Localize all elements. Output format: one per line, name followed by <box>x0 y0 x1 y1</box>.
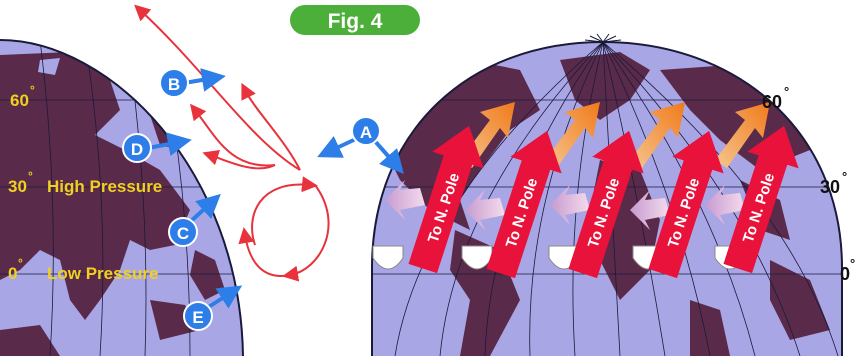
hadley-cell-return-arrow <box>238 227 291 277</box>
red-arrow-3 <box>568 130 644 279</box>
pink-arrow-4 <box>630 190 670 230</box>
equator-marker-1 <box>372 245 404 270</box>
right-lat-30-label: 30 <box>820 177 840 197</box>
marker-d: D <box>122 132 192 163</box>
red-arrow-2 <box>486 130 562 279</box>
marker-b-label: B <box>168 75 180 94</box>
circulation-cells <box>134 4 330 282</box>
figure-title: Fig. 4 <box>290 5 420 35</box>
orange-arrow-3 <box>630 102 685 168</box>
left-lat-60-degree: ° <box>30 83 35 97</box>
ferrel-cell-return-arrow <box>202 149 276 170</box>
right-lat-60-label: 60 <box>762 92 782 112</box>
north-pole-rays <box>584 33 622 43</box>
pink-arrow-3 <box>550 185 590 225</box>
letter-markers: B D C E A <box>122 68 404 331</box>
marker-a-label: A <box>360 123 372 142</box>
left-lat-30-degree: ° <box>28 169 33 183</box>
left-lat-0-label: 0 <box>8 264 17 283</box>
hadley-cell-lower-arrow <box>251 176 318 246</box>
marker-e: E <box>183 285 243 331</box>
low-pressure-label: Low Pressure <box>47 264 159 283</box>
orange-arrow-2 <box>545 102 600 168</box>
pink-arrow-1 <box>385 180 425 220</box>
high-pressure-label: High Pressure <box>47 177 162 196</box>
marker-a: A <box>317 116 404 175</box>
ferrel-cell-arrow <box>190 103 276 167</box>
pink-arrow-2 <box>465 190 505 230</box>
red-arrow-4 <box>648 130 724 279</box>
right-lat-30-degree: ° <box>842 169 847 184</box>
red-arrow-1 <box>408 125 484 274</box>
left-globe: 60 ° 30 ° High Pressure 0 ° Low Pressure <box>0 39 244 356</box>
left-lat-0-degree: ° <box>18 256 23 270</box>
polar-cell-inner-arrow <box>241 82 301 171</box>
pink-arrow-5 <box>705 185 745 225</box>
polar-cell-outer-arrow <box>134 4 301 171</box>
orange-arrow-4 <box>715 102 770 168</box>
hadley-cell-upper-arrow <box>282 184 330 282</box>
marker-c: C <box>168 193 221 247</box>
trade-wind-arrows <box>385 180 745 230</box>
marker-e-label: E <box>192 308 203 327</box>
figure-title-text: Fig. 4 <box>328 10 383 33</box>
right-lat-60-degree: ° <box>784 84 789 99</box>
marker-d-label: D <box>131 140 143 159</box>
right-lat-0-degree: ° <box>850 256 855 271</box>
red-arrow-5 <box>723 125 799 274</box>
left-lat-60-label: 60 <box>10 91 29 110</box>
marker-b: B <box>159 68 226 98</box>
left-lat-30-label: 30 <box>8 177 27 196</box>
marker-c-label: C <box>177 224 189 243</box>
right-lat-0-label: 0 <box>840 264 850 284</box>
right-globe: To N. Pole To N. Pole To N. Pole To N. P… <box>371 33 855 356</box>
